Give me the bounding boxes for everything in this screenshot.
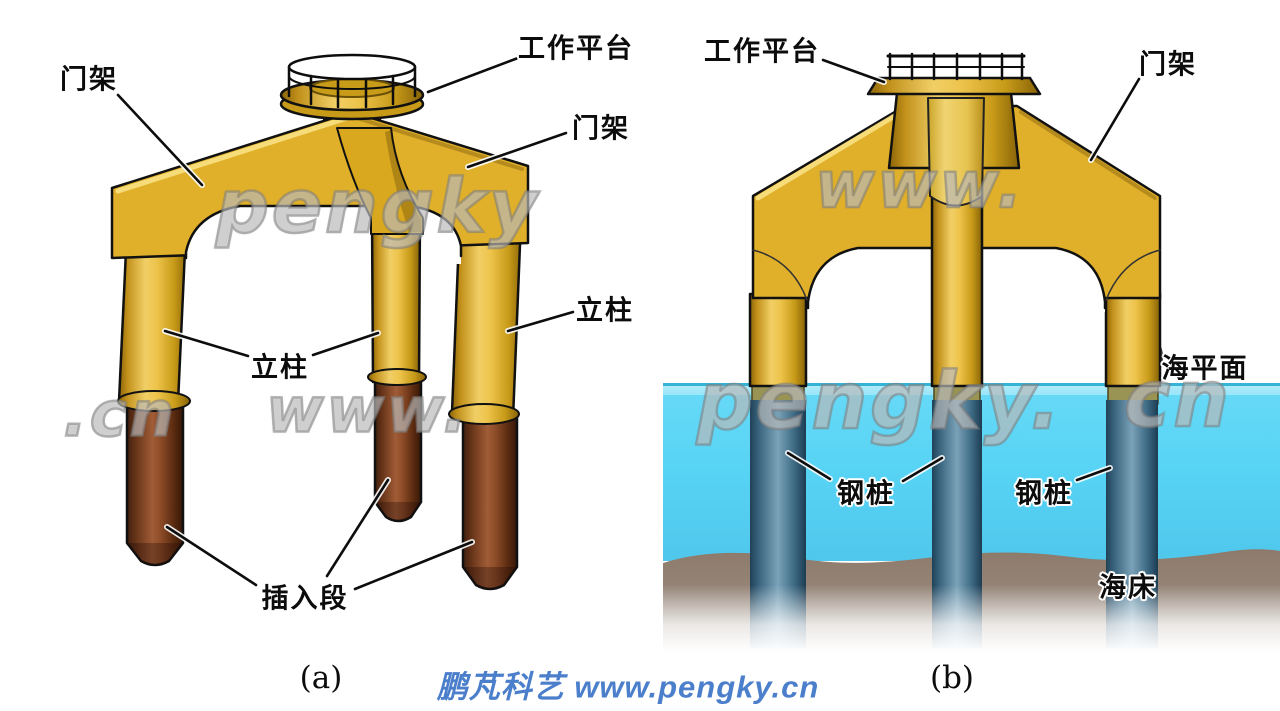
label-column-a-center: 立柱 [251, 352, 309, 383]
label-work-platform-a: 工作平台 [518, 33, 634, 64]
label-portal-frame-b: 门架 [1139, 49, 1197, 80]
platform-railing-a [287, 53, 417, 109]
label-steel-pile-b-right: 钢桩 [1015, 478, 1073, 509]
leg-b-right [1104, 292, 1162, 388]
label-work-platform-b: 工作平台 [704, 36, 820, 67]
tripod-a-drawing [110, 53, 530, 591]
leader-lines [115, 55, 1142, 592]
watermark-www-a: www. [265, 372, 470, 448]
insertion-pile-a-right [461, 413, 519, 591]
watermark-www-b: www. [814, 148, 1025, 225]
insertion-pile-a-left [125, 400, 185, 567]
label-column-a-right: 立柱 [576, 295, 634, 326]
leg-b-left [748, 292, 808, 388]
caption-figure-b: (b) [929, 660, 975, 696]
watermark-cn-b: cn [1123, 354, 1232, 447]
watermark-cn-a: .cn [62, 376, 177, 452]
tripod-b-drawing [660, 52, 1280, 665]
work-platform-a [279, 53, 425, 121]
caption-figure-a: (a) [299, 660, 343, 696]
work-platform-b [866, 76, 1042, 96]
label-seabed: 海床 [1099, 572, 1157, 603]
label-sea-level: 海平面 [1161, 353, 1249, 384]
footer-brand-text: 鹏芃科艺 www.pengky.cn [436, 669, 820, 705]
label-portal-frame-a-left: 门架 [60, 64, 118, 95]
label-steel-pile-b-left: 钢桩 [837, 478, 895, 509]
label-insertion-section-a: 插入段 [261, 583, 349, 614]
platform-railing-b [886, 52, 1026, 81]
watermark-pengky-b: pengky. [696, 356, 1064, 449]
label-portal-frame-a-right: 门架 [572, 113, 630, 144]
watermark-pengky-a: pengky [215, 163, 541, 252]
